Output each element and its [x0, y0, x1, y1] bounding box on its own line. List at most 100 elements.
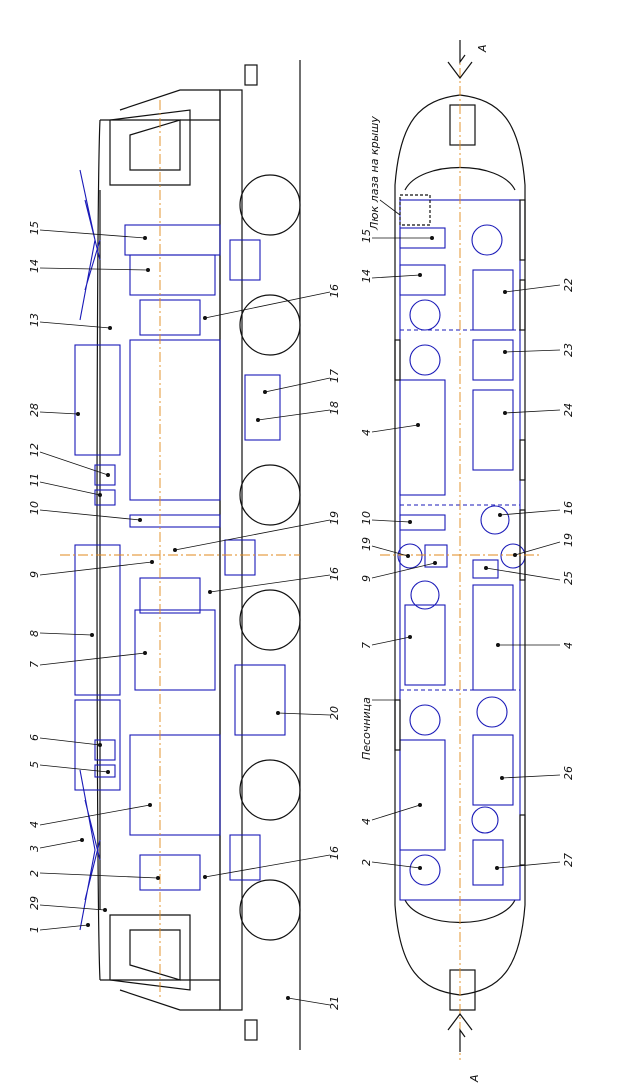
plan-label-19a: 19 [360, 537, 373, 551]
side-callout-17: 17 [263, 369, 341, 394]
side-label-5: 5 [28, 761, 41, 768]
motor-lower-side [139, 854, 201, 891]
plan-block-4c [399, 739, 446, 851]
plan-left-rail-2 [394, 699, 401, 751]
plan-block-10 [399, 514, 446, 531]
plan-callout-9: 9 [360, 561, 437, 582]
battery-box-17-18 [244, 374, 281, 441]
plan-callout-24: 24 [503, 403, 575, 417]
plan-right-rail-4 [519, 509, 526, 581]
plan-block-14 [399, 264, 446, 296]
motor-2-side [139, 299, 201, 336]
side-label-16a: 16 [328, 284, 341, 298]
equipment-block-upper [129, 339, 221, 501]
side-callout-4: 4 [28, 803, 152, 828]
side-callout-7: 7 [28, 651, 147, 668]
coupler-front [244, 64, 258, 86]
side-callout-28: 28 [28, 403, 80, 417]
plan-label-9: 9 [360, 575, 373, 582]
roof-group-28 [74, 344, 121, 456]
plan-motor-19b [500, 543, 526, 569]
spring-2 [224, 539, 256, 576]
plan-label-4b: 4 [360, 818, 373, 825]
side-callout-12: 12 [28, 443, 110, 477]
side-callouts: 15 14 13 28 12 11 10 9 8 7 6 5 4 3 2 29 … [28, 221, 341, 1010]
side-label-12: 12 [28, 443, 41, 457]
side-label-17: 17 [328, 369, 341, 383]
plan-right-rail-5 [519, 814, 526, 866]
side-label-1: 1 [28, 926, 41, 933]
plan-right-rail-1 [519, 199, 526, 261]
section-mark-top [447, 40, 473, 79]
coupler-rear [244, 1019, 258, 1041]
plan-view [380, 40, 540, 1060]
plan-label-14: 14 [360, 269, 373, 283]
side-callout-1: 1 [28, 923, 90, 933]
side-label-4: 4 [28, 821, 41, 828]
section-label-bottom: А [468, 1074, 481, 1083]
side-label-16c: 16 [328, 846, 341, 860]
side-callout-29: 29 [28, 896, 107, 912]
front-cab [109, 109, 191, 186]
side-callout-20: 20 [276, 706, 341, 720]
plan-left-rail-1 [394, 339, 401, 381]
plan-label-25: 25 [562, 571, 575, 585]
side-view [60, 60, 301, 1050]
side-callout-15: 15 [28, 221, 147, 240]
plan-block-23 [472, 339, 514, 381]
plan-motor-19a [397, 543, 423, 569]
roof-group-6 [74, 699, 121, 791]
plan-label-10: 10 [360, 511, 373, 525]
wheel-3 [239, 464, 301, 526]
plan-callout-2: 2 [360, 859, 422, 870]
plan-block-7 [404, 604, 446, 686]
plan-block-9 [424, 544, 448, 568]
plan-callout-27: 27 [495, 853, 575, 870]
plan-block-27 [472, 839, 504, 886]
wheel-5 [239, 759, 301, 821]
plan-front-seat [449, 104, 476, 146]
roof-group-8 [74, 544, 121, 696]
plan-motor-16 [480, 505, 510, 535]
side-label-9: 9 [28, 571, 41, 578]
bogie-front [229, 174, 301, 356]
plan-label-19b: 19 [562, 533, 575, 547]
plan-callout-19b: 19 [513, 533, 575, 557]
equipment-block-15 [124, 224, 221, 256]
plan-hatch [399, 194, 431, 226]
side-label-10: 10 [28, 501, 41, 515]
plan-label-4c: 4 [562, 642, 575, 649]
bogie-middle [224, 464, 301, 651]
plan-right-rail-2 [519, 279, 526, 331]
side-label-18: 18 [328, 401, 341, 415]
spring-3 [229, 834, 261, 881]
plan-callout-7: 7 [360, 635, 412, 649]
plan-callout-15: 15 [360, 229, 434, 243]
plan-callout-26: 26 [500, 766, 575, 780]
side-label-29: 29 [28, 896, 41, 910]
underframe [219, 89, 243, 1011]
side-label-20: 20 [328, 706, 341, 720]
plan-label-4a: 4 [360, 429, 373, 436]
plan-callout-25: 25 [484, 566, 575, 585]
side-callout-19: 19 [173, 511, 341, 552]
plan-motor-27-top [471, 806, 499, 834]
motor-mid-side [139, 577, 201, 614]
equipment-block-14 [129, 254, 216, 296]
side-callout-8: 8 [28, 630, 94, 637]
plan-motor-2 [409, 854, 441, 886]
plan-right-rail-3 [519, 439, 526, 481]
side-callout-11: 11 [28, 473, 102, 497]
plan-callout-4a: 4 [360, 423, 420, 436]
plan-label-2: 2 [360, 859, 373, 866]
plan-motor-top-left [409, 299, 441, 331]
plan-label-27: 27 [562, 853, 575, 867]
equipment-block-7 [134, 609, 216, 691]
side-label-21: 21 [328, 996, 341, 1010]
section-label-top: А [476, 44, 489, 53]
side-label-16b: 16 [328, 567, 341, 581]
side-label-14: 14 [28, 259, 41, 273]
plan-callout-4c: 4 [496, 642, 575, 649]
side-callout-18: 18 [256, 401, 341, 422]
